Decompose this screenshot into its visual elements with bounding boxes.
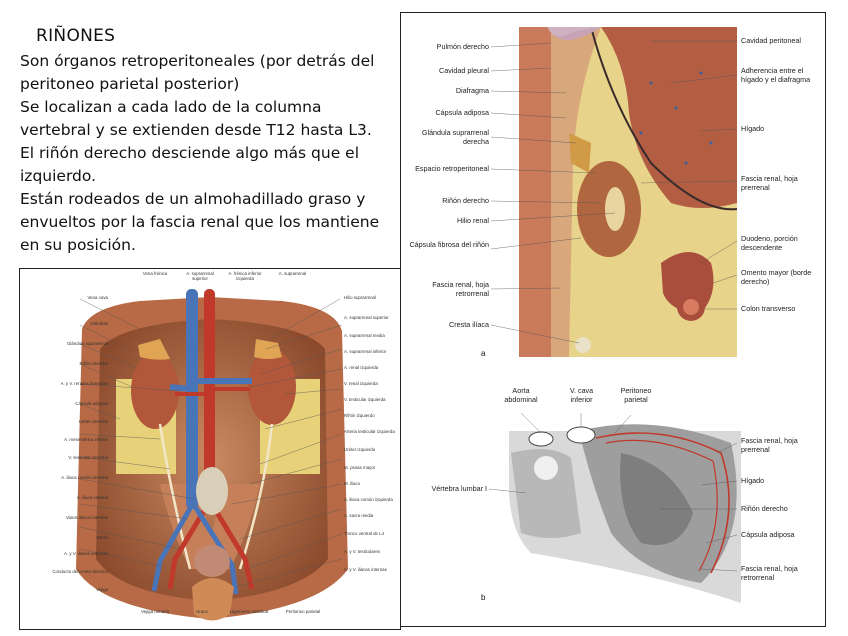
- paragraph: Se localizan a cada lado de la columna v…: [20, 98, 372, 139]
- label: Pulmón derecho: [436, 42, 489, 51]
- label: Vértebra lumbar I: [431, 484, 487, 493]
- label: Cavidad pleural: [439, 66, 489, 75]
- label: Fascia renal, hoja retrorrenal: [741, 564, 798, 582]
- label: M. psoas mayor: [344, 465, 376, 470]
- label: Glándula suprarrenal: [66, 341, 108, 346]
- label: Riñón izquierdo: [344, 413, 375, 418]
- label: Adherencia entre el hígado y el diafragm…: [741, 66, 811, 84]
- panel-letter: b: [481, 593, 486, 602]
- label: A. sacra media: [344, 513, 374, 518]
- label: A. renal izquierda: [344, 365, 379, 370]
- label: Ligamento umbilical: [229, 609, 269, 614]
- label: V. renal izquierda: [344, 381, 378, 386]
- paragraph: Están rodeados de un almohadillado graso…: [20, 190, 380, 254]
- body-text: Son órganos retroperitoneales (por detrá…: [20, 50, 390, 257]
- label: Vejiga: [96, 587, 108, 592]
- label: A. suprarrenal superior: [186, 271, 214, 281]
- label: Arteria testicular izquierda: [344, 429, 395, 434]
- label: Conducto deferente derecho: [52, 569, 108, 574]
- page-title: RIÑONES: [36, 26, 116, 46]
- label: Riñón derecho: [442, 196, 489, 205]
- label: A. iliaca común izquierda: [344, 497, 393, 502]
- label: Vena cava: [87, 295, 108, 300]
- label: Fascia renal, hoja prerrenal: [741, 174, 798, 192]
- label: Hígado: [741, 476, 765, 485]
- label: V. testicular derecha: [68, 455, 108, 460]
- label: A. suprarrenal: [278, 271, 307, 276]
- label: Cápsula adiposa: [75, 401, 108, 406]
- label: Diafragma: [455, 86, 489, 95]
- label: Aorta abdominal: [504, 386, 538, 404]
- label: V. cava inferior: [569, 386, 594, 404]
- kidney-anterior-illustration: [76, 289, 348, 621]
- label: Cápsula fibrosa del riñón: [409, 240, 489, 249]
- label: Tronco ventral de L4: [344, 531, 385, 536]
- panel-letter: a: [481, 349, 486, 358]
- paragraph: El riñón derecho desciende algo más que …: [20, 144, 360, 185]
- label: A. y V. testiculares: [344, 549, 380, 554]
- label: Riñón derecho: [79, 361, 108, 366]
- label: Espacio retroperitoneal: [415, 164, 489, 173]
- label: Uréter derecho: [78, 419, 108, 424]
- label: Hilio renal: [457, 216, 489, 225]
- label: Fascia renal, hoja prerrenal: [741, 436, 798, 454]
- label: Cápsula adiposa: [741, 530, 795, 539]
- label: Vejiga urinaria: [141, 609, 169, 614]
- label: A. y V. renales derechas: [60, 381, 108, 386]
- label: Cresta ilíaca: [449, 320, 489, 329]
- label: Cápsula adiposa: [435, 108, 489, 117]
- kidney-sections-illustration: [488, 26, 741, 603]
- label: Fascia renal, hoja retrorrenal: [432, 280, 489, 298]
- label: Vena frénica: [142, 271, 168, 276]
- label: M. iliaco: [344, 481, 361, 486]
- kidney-sections-figure: Pulmón derecho Cavidad pleural Diafragma…: [400, 12, 826, 627]
- label: A. y V. iliacas externas: [63, 551, 108, 556]
- label: Glándula suprarrenal derecha: [421, 128, 489, 146]
- label: Riñón derecho: [741, 504, 788, 513]
- label: V. testicular izquierda: [344, 397, 386, 402]
- label: Hígado: [741, 124, 765, 133]
- label: A. suprarrenal media: [344, 333, 385, 338]
- kidney-anterior-figure: Vena cava Glándula Glándula suprarrenal …: [19, 268, 401, 630]
- label: Recto: [96, 535, 108, 540]
- label: Vasos iliacos internos: [65, 515, 108, 520]
- label: Uréter izquierdo: [344, 447, 376, 452]
- label: A. suprarrenal superior: [344, 315, 389, 320]
- label: A. iliaca común derecha: [61, 475, 108, 480]
- label: Uraco: [196, 609, 208, 614]
- paragraph: Son órganos retroperitoneales (por detrá…: [20, 52, 375, 93]
- label: A. iliaca externa: [76, 495, 108, 500]
- label: Omento mayor (borde derecho): [741, 268, 812, 286]
- label: Hilio suprarrenal: [344, 295, 376, 300]
- label: Duodeno, porción descendente: [741, 234, 798, 252]
- label: A. y V. iliacas internas: [344, 567, 387, 572]
- label: A. suprarrenal inferior: [344, 349, 387, 354]
- label: Colon transverso: [741, 304, 796, 313]
- label: Glándula: [90, 321, 108, 326]
- label: Peritoneo parietal: [285, 609, 321, 614]
- label: A. mesentérica inferior: [64, 437, 108, 442]
- label: Cavidad peritoneal: [741, 36, 801, 45]
- label: Peritoneo parietal: [620, 386, 652, 404]
- label: A. frénica inferior izquierda: [228, 271, 262, 281]
